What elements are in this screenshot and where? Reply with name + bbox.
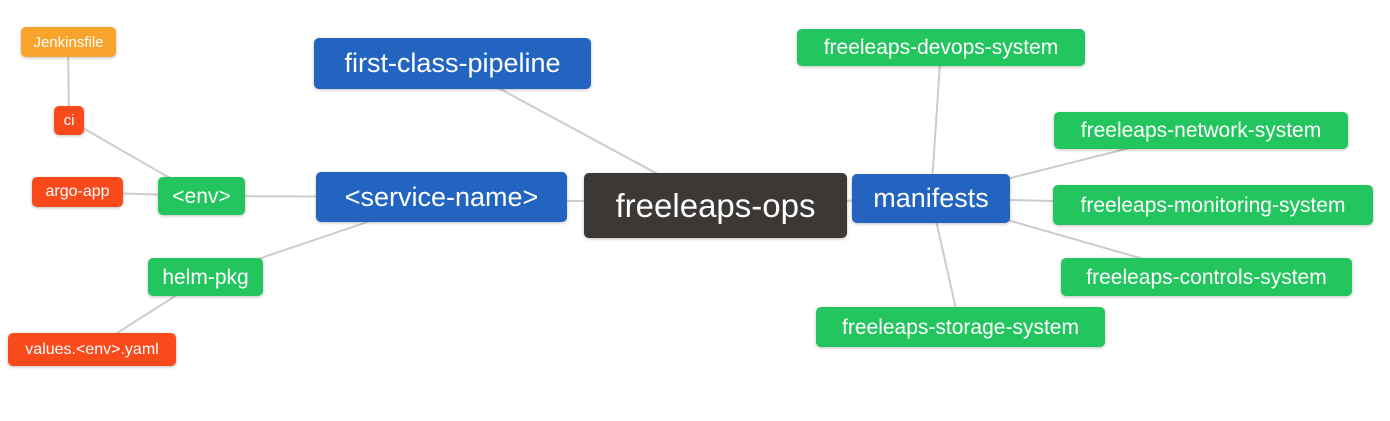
node-manifests[interactable]: manifests xyxy=(852,174,1010,223)
node-network-system[interactable]: freeleaps-network-system xyxy=(1054,112,1348,149)
node-values-env-yaml[interactable]: values.<env>.yaml xyxy=(8,333,176,366)
node-storage-system[interactable]: freeleaps-storage-system xyxy=(816,307,1105,347)
node-controls-system[interactable]: freeleaps-controls-system xyxy=(1061,258,1352,296)
node-freeleaps-ops-root[interactable]: freeleaps-ops xyxy=(584,173,847,238)
node-env[interactable]: <env> xyxy=(158,177,245,215)
edge-manifests-devops xyxy=(930,47,942,199)
node-argo-app[interactable]: argo-app xyxy=(32,177,123,207)
node-monitoring-system[interactable]: freeleaps-monitoring-system xyxy=(1053,185,1373,225)
node-ci[interactable]: ci xyxy=(54,106,84,135)
node-helm-pkg[interactable]: helm-pkg xyxy=(148,258,263,296)
node-first-class-pipeline[interactable]: first-class-pipeline xyxy=(314,38,591,89)
node-jenkinsfile[interactable]: Jenkinsfile xyxy=(21,27,116,57)
node-devops-system[interactable]: freeleaps-devops-system xyxy=(797,29,1085,66)
node-service-name[interactable]: <service-name> xyxy=(316,172,567,222)
